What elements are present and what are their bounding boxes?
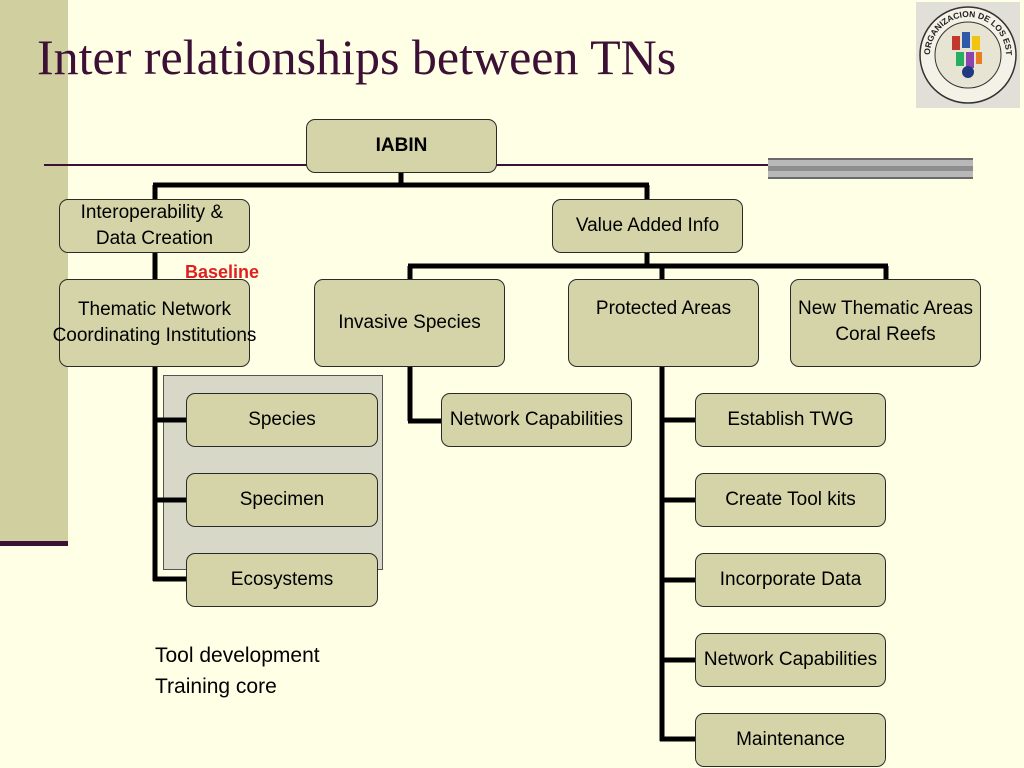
node-protected-areas-label: Protected Areas (595, 298, 732, 319)
sidebar-accent-line (0, 541, 68, 546)
title-divider-bar (768, 158, 973, 179)
node-create-tool-kits-label: Create Tool kits (725, 489, 856, 511)
node-protected-network-capabilities: Network Capabilities (695, 633, 886, 687)
node-new-thematic-areas: New Thematic Areas Coral Reefs (790, 279, 981, 367)
note-training-core: Training core (155, 675, 277, 698)
node-specimen-label: Specimen (239, 489, 325, 511)
node-iabin-label: IABIN (375, 135, 428, 157)
node-value-added-label: Value Added Info (575, 215, 720, 237)
node-thematic-coordinating: Thematic Network Coordinating Institutio… (53, 279, 256, 367)
node-establish-twg: Establish TWG (695, 393, 886, 447)
node-invasive-species-label: Invasive Species (338, 312, 481, 334)
node-iabin: IABIN (306, 119, 497, 173)
node-protected-areas: Protected Areas (568, 279, 759, 367)
node-create-tool-kits: Create Tool kits (695, 473, 886, 527)
node-species-label: Species (248, 409, 316, 431)
baseline-label: Baseline (185, 262, 260, 282)
node-specimen: Specimen (186, 473, 378, 527)
node-new-thematic-areas-label: New Thematic Areas Coral Reefs (798, 298, 973, 345)
node-establish-twg-label: Establish TWG (727, 409, 854, 431)
node-incorporate-data-label: Incorporate Data (719, 569, 862, 591)
node-maintenance: Maintenance (695, 713, 886, 767)
node-interoperability: Interoperability & Data Creation (59, 199, 250, 253)
node-ecosystems: Ecosystems (186, 553, 378, 607)
left-sidebar-band (0, 0, 68, 543)
node-incorporate-data: Incorporate Data (695, 553, 886, 607)
node-species: Species (186, 393, 378, 447)
node-thematic-coordinating-label: Thematic Network Coordinating Institutio… (52, 299, 257, 346)
node-value-added: Value Added Info (552, 199, 743, 253)
node-protected-network-capabilities-label: Network Capabilities (703, 649, 878, 671)
oas-seal-logo: ORGANIZACION DE LOS ESTADOS AMERICANOS (912, 0, 1020, 108)
node-ecosystems-label: Ecosystems (230, 569, 334, 591)
node-invasive-species: Invasive Species (314, 279, 505, 367)
note-tool-development: Tool development (155, 644, 320, 667)
notes-block: Tool development Training core (155, 640, 320, 702)
slide-title: Inter relationships between TNs (37, 29, 677, 85)
node-maintenance-label: Maintenance (736, 729, 845, 751)
node-interoperability-label: Interoperability & Data Creation (80, 202, 224, 249)
node-invasive-network-capabilities-label: Network Capabilities (449, 409, 624, 431)
node-invasive-network-capabilities: Network Capabilities (441, 393, 632, 447)
